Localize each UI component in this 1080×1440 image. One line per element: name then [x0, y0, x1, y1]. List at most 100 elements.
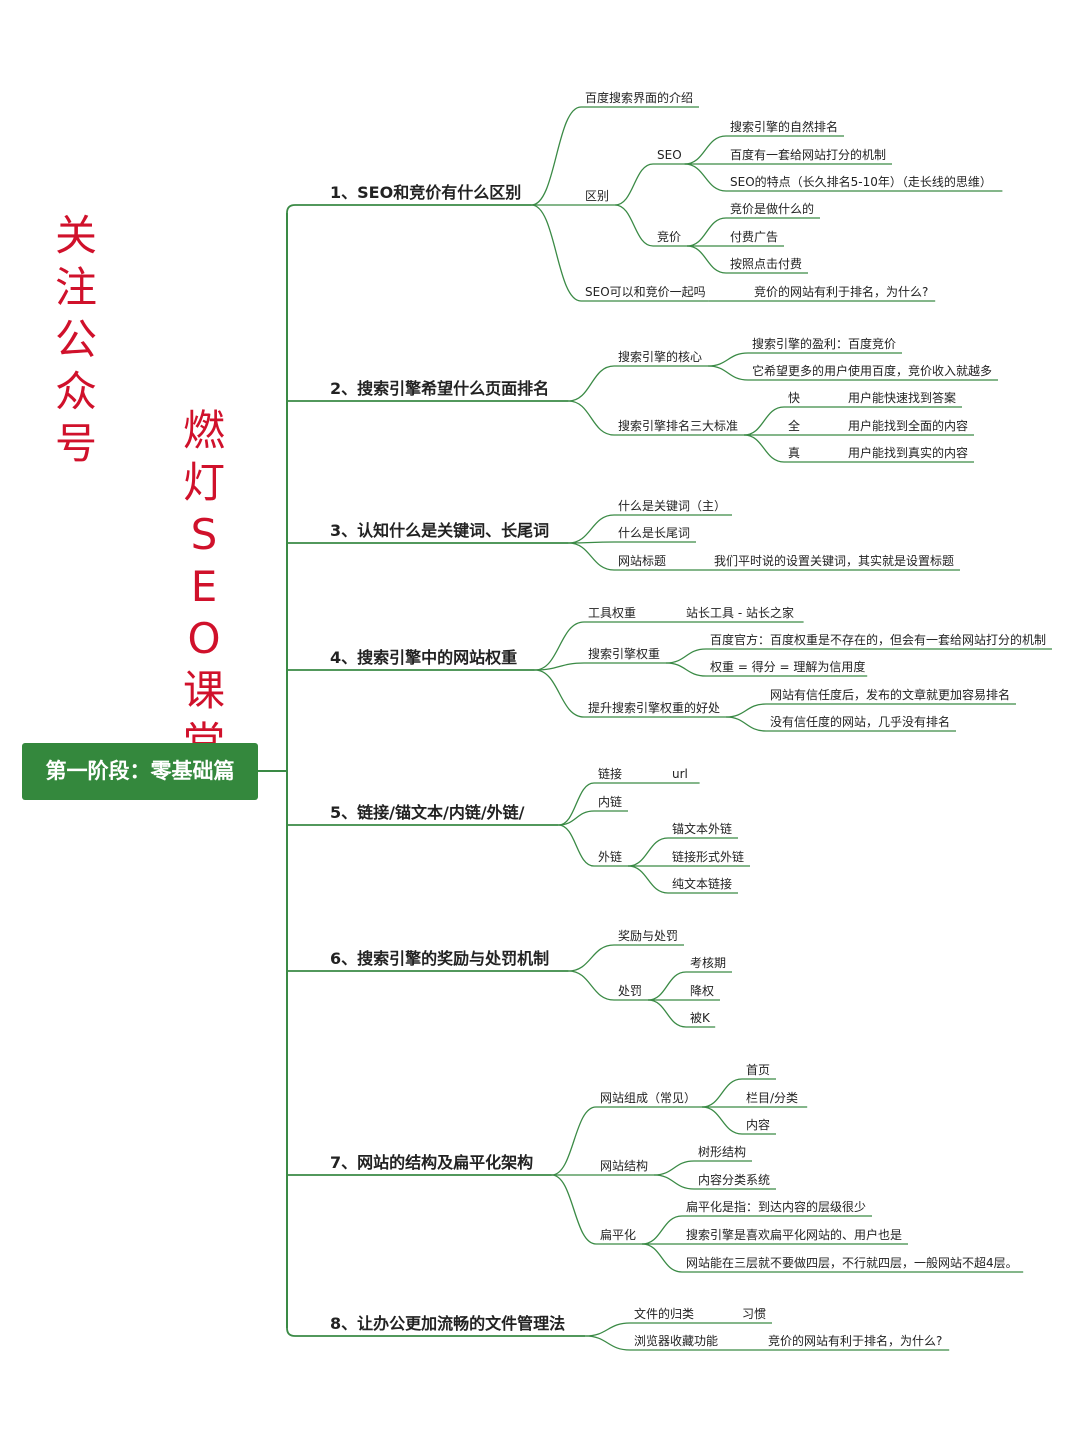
node-label-level-2: 扁平化是指：到达内容的层级很少: [686, 1200, 867, 1214]
node-label-level-2: 网站能在三层就不要做四层，不行就四层，一般网站不超4层。: [686, 1256, 1018, 1270]
connector-line: [551, 1174, 597, 1245]
node-label-level-3: 付费广告: [730, 230, 779, 244]
connector-line: [743, 434, 785, 463]
node-label-level-2: 竞价的网站有利于排名，为什么?: [768, 1334, 943, 1348]
node-label-level-1: 文件的归类: [634, 1307, 695, 1321]
node-label-level-1: 网站标题: [618, 554, 667, 568]
connector-line: [686, 245, 727, 274]
connector-line: [531, 204, 582, 302]
node-label-level-2: 内容: [746, 1118, 771, 1132]
node-label-level-2: url: [672, 767, 688, 781]
connector-line: [684, 135, 727, 165]
node-label-level-1: 区别: [585, 189, 610, 203]
node-label-level-2: 没有信任度的网站，几乎没有排名: [770, 715, 951, 729]
node-label-level-2: 首页: [746, 1063, 771, 1077]
node-label-level-2: 真: [788, 446, 801, 460]
node-label-level-2: 全: [788, 419, 801, 433]
node-label-level-2: 我们平时说的设置关键词，其实就是设置标题: [714, 554, 955, 568]
node-label-level-1: 链接: [598, 767, 623, 781]
connector-line: [568, 400, 615, 436]
node-label-level-3: 竞价是做什么的: [730, 202, 815, 216]
node-label-level-2: 它希望更多的用户使用百度，竞价收入就越多: [752, 364, 993, 378]
node-label-level-1: 网站结构: [600, 1159, 649, 1173]
connector-line: [627, 865, 669, 894]
node-label-level-2: 搜索引擎是喜欢扁平化网站的、用户也是: [686, 1228, 903, 1242]
node-label-level-3: 百度有一套给网站打分的机制: [730, 148, 887, 162]
section-title: 1、SEO和竞价有什么区别: [330, 183, 522, 202]
connector-line: [684, 163, 727, 192]
node-label-level-2: 权重 = 得分 = 理解为信用度: [710, 660, 866, 674]
node-label-level-3: 用户能找到全面的内容: [848, 419, 969, 433]
connector-line: [641, 1243, 683, 1273]
node-label-level-2: 习惯: [742, 1307, 767, 1321]
node-label-level-3: 用户能快速找到答案: [848, 391, 957, 405]
node-label-level-1: 网站组成（常见）: [600, 1091, 697, 1105]
node-label-level-3: SEO的特点（长久排名5-10年）（走长线的思维）: [730, 175, 992, 189]
connector-line: [568, 514, 615, 544]
node-label-level-2: 竞价的网站有利于排名，为什么?: [754, 285, 929, 299]
connector-line: [558, 824, 595, 867]
node-label-level-1: 搜索引擎权重: [588, 647, 661, 661]
connector-line: [653, 1160, 695, 1176]
connector-line: [665, 662, 707, 677]
node-label-level-2: 考核期: [690, 956, 727, 970]
connector-line: [701, 1078, 743, 1108]
node-label-level-3: 按照点击付费: [730, 257, 803, 271]
node-label-level-1: 扁平化: [600, 1228, 637, 1242]
connector-line: [653, 1174, 695, 1190]
section-title: 8、让办公更加流畅的文件管理法: [330, 1314, 566, 1333]
connector-line: [568, 944, 615, 972]
node-label-level-2: 网站有信任度后，发布的文章就更加容易排名: [770, 688, 1011, 702]
connector-line: [558, 782, 595, 826]
connector-line: [534, 662, 585, 671]
connector-line: [534, 621, 585, 671]
connector-line: [725, 716, 767, 732]
node-label-level-3: 搜索引擎的自然排名: [730, 120, 839, 134]
connector-line: [665, 648, 707, 664]
node-label-level-1: 搜索引擎排名三大标准: [618, 419, 739, 433]
root-node: 第一阶段：零基础篇: [22, 743, 258, 800]
node-label-level-1: 搜索引擎的核心: [618, 350, 703, 364]
connector-line: [707, 365, 749, 381]
connector-line: [558, 810, 595, 826]
node-label-level-2: SEO: [657, 148, 682, 162]
node-label-level-1: 什么是长尾词: [618, 526, 691, 540]
connector-line: [701, 1106, 743, 1135]
connector-line: [647, 999, 687, 1028]
node-label-level-1: 工具权重: [588, 606, 637, 620]
node-label-level-3: 用户能找到真实的内容: [848, 446, 969, 460]
node-label-level-2: 内容分类系统: [698, 1173, 771, 1187]
connector-line: [531, 106, 582, 206]
node-label-level-2: 降权: [690, 984, 715, 998]
node-label-level-2: 树形结构: [698, 1145, 747, 1159]
section-title: 3、认知什么是关键词、长尾词: [330, 521, 550, 540]
connector-line: [534, 669, 585, 718]
node-label-level-1: 内链: [598, 795, 623, 809]
connector-line: [568, 542, 615, 571]
node-label-level-1: SEO可以和竞价一起吗: [585, 285, 706, 299]
node-label-level-1: 什么是关键词（主）: [618, 499, 727, 513]
node-label-level-2: 栏目/分类: [746, 1091, 799, 1105]
node-label-level-2: 被K: [690, 1011, 710, 1025]
connector-line: [551, 1106, 597, 1176]
connector-line: [286, 204, 532, 214]
node-label-level-1: 处罚: [618, 984, 643, 998]
node-label-level-2: 搜索引擎的盈利：百度竞价: [752, 337, 897, 351]
node-label-level-2: 快: [788, 391, 801, 405]
node-label-level-1: 浏览器收藏功能: [634, 1334, 719, 1348]
connector-line: [627, 837, 669, 867]
connector-line: [647, 971, 687, 1001]
node-label-level-1: 百度搜索界面的介绍: [585, 91, 694, 105]
node-label-level-2: 竞价: [657, 230, 682, 244]
connector-line: [725, 703, 767, 718]
node-label-level-2: 链接形式外链: [672, 850, 745, 864]
node-label-level-2: 站长工具 - 站长之家: [686, 606, 794, 620]
node-label-level-1: 外链: [598, 850, 623, 864]
connector-line: [686, 217, 727, 247]
follow-official-account-text: 关注公众号: [54, 211, 97, 468]
section-title: 7、网站的结构及扁平化架构: [330, 1153, 534, 1172]
section-title: 5、链接/锚文本/内链/外链/: [330, 803, 525, 822]
connector-line: [707, 352, 749, 367]
node-label-level-2: 纯文本链接: [672, 877, 733, 891]
